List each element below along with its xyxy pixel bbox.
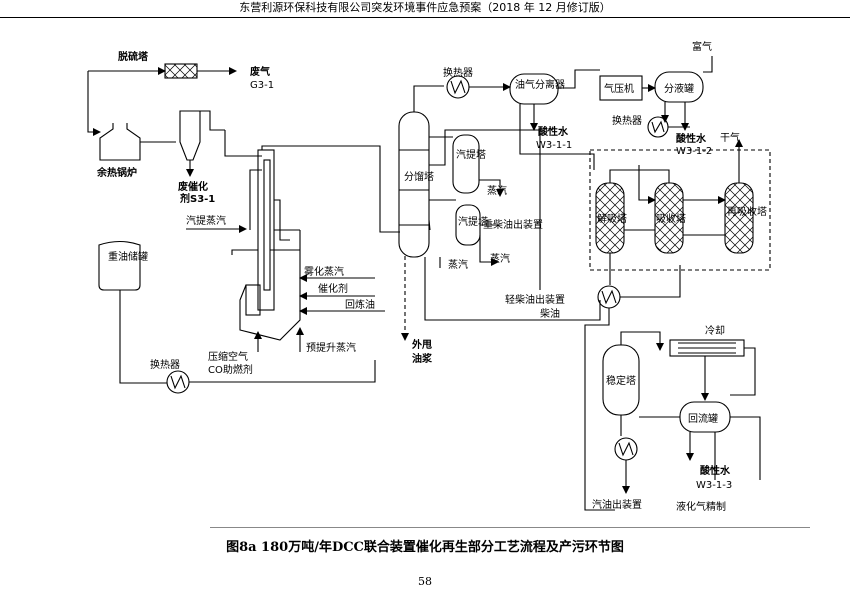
waste-catalyst-label: 废催化 [178, 180, 208, 193]
heat-exchanger-2-label: 换热器 [443, 66, 473, 79]
figure-caption: 图8a 180万吨/年DCC联合装置催化再生部分工艺流程及产污环节图 [226, 540, 624, 555]
prelift-steam-label: 预提升蒸汽 [306, 341, 356, 354]
heat-boiler-label: 余热锅炉 [96, 166, 137, 179]
gas-compressor-label: 气压机 [604, 82, 634, 95]
oil-gas-separator-label: 油气分离器 [515, 78, 565, 91]
header-rule [0, 17, 850, 18]
desorber-label: 解吸塔 [597, 212, 627, 225]
heat-boiler-shape [99, 123, 141, 161]
diesel-label: 柴油 [540, 307, 560, 320]
light-diesel-out-label: 轻柴油出装置 [505, 293, 565, 306]
atomize-steam-label: 雾化蒸汽 [304, 265, 344, 278]
absorber-label: 吸收塔 [656, 212, 686, 225]
waste-catalyst-code: 剂S3-1 [179, 192, 215, 205]
lpg-refine-label: 液化气精制 [676, 500, 726, 513]
diagram-bottom-rule [210, 527, 810, 528]
fractionator-column [398, 111, 430, 258]
fractionation-tank-label: 分液罐 [664, 82, 694, 95]
heavy-diesel-out-label: 重柴油出装置 [483, 218, 543, 231]
desulfur-tower-shape [164, 63, 198, 79]
cyclone-separator-shape [179, 110, 201, 161]
catalyst-label: 催化剂 [318, 282, 348, 295]
stabilizer-label: 稳定塔 [606, 374, 636, 387]
external-slurry-label-1: 外甩 [411, 338, 432, 351]
gasoline-out-label: 汽油出装置 [592, 498, 642, 511]
stripper-1-shape [452, 134, 480, 194]
desulfur-tower-label: 脱硫塔 [118, 50, 149, 63]
steam-2-label: 蒸汽 [448, 258, 468, 271]
acid-water-3-label: 酸性水 [700, 464, 731, 477]
waste-gas-label: 废气 [250, 65, 270, 78]
external-slurry-label-2: 油浆 [412, 352, 433, 365]
heat-exchanger-3-label: 换热器 [612, 114, 642, 127]
stripping-steam-label: 汽提蒸汽 [186, 214, 226, 227]
reabsorber-shape [724, 182, 754, 254]
acid-water-3-code: W3-1-3 [696, 480, 732, 491]
waste-gas-code: G3-1 [250, 80, 274, 91]
steam-3-label: 蒸汽 [490, 252, 510, 265]
compressed-air-label: 压缩空气 [208, 350, 248, 363]
heat-exchanger-1-label: 换热器 [150, 358, 180, 371]
fractionator-label: 分馏塔 [404, 170, 434, 183]
reabsorber-label: 再吸收塔 [727, 205, 767, 218]
document-header: 东营利源环保科技有限公司突发环境事件应急预案（2018 年 12 月修订版） [239, 1, 611, 14]
stripper-1-label: 汽提塔 [456, 148, 486, 161]
dry-gas-label: 干气 [720, 131, 740, 144]
page-number: 58 [418, 575, 432, 588]
acid-water-2-code: W3-1-2 [676, 146, 712, 157]
recycle-oil-label: 回炼油 [345, 298, 375, 311]
reflux-tank-label: 回流罐 [688, 412, 718, 425]
acid-water-2-label: 酸性水 [676, 132, 707, 145]
heavy-oil-tank-label: 重油储罐 [108, 250, 148, 263]
acid-water-1-label: 酸性水 [538, 125, 569, 138]
heavy-oil-tank-shape [98, 240, 141, 291]
acid-water-1-code: W3-1-1 [536, 140, 572, 151]
rich-gas-label: 富气 [692, 40, 712, 53]
steam-1-label: 蒸汽 [487, 184, 507, 197]
co-aux-label: CO助燃剂 [208, 363, 253, 376]
fractionation-tank-shape [654, 71, 704, 103]
stripper-2-label: 汽提塔 [458, 215, 488, 228]
cooling-label: 冷却 [705, 324, 725, 337]
